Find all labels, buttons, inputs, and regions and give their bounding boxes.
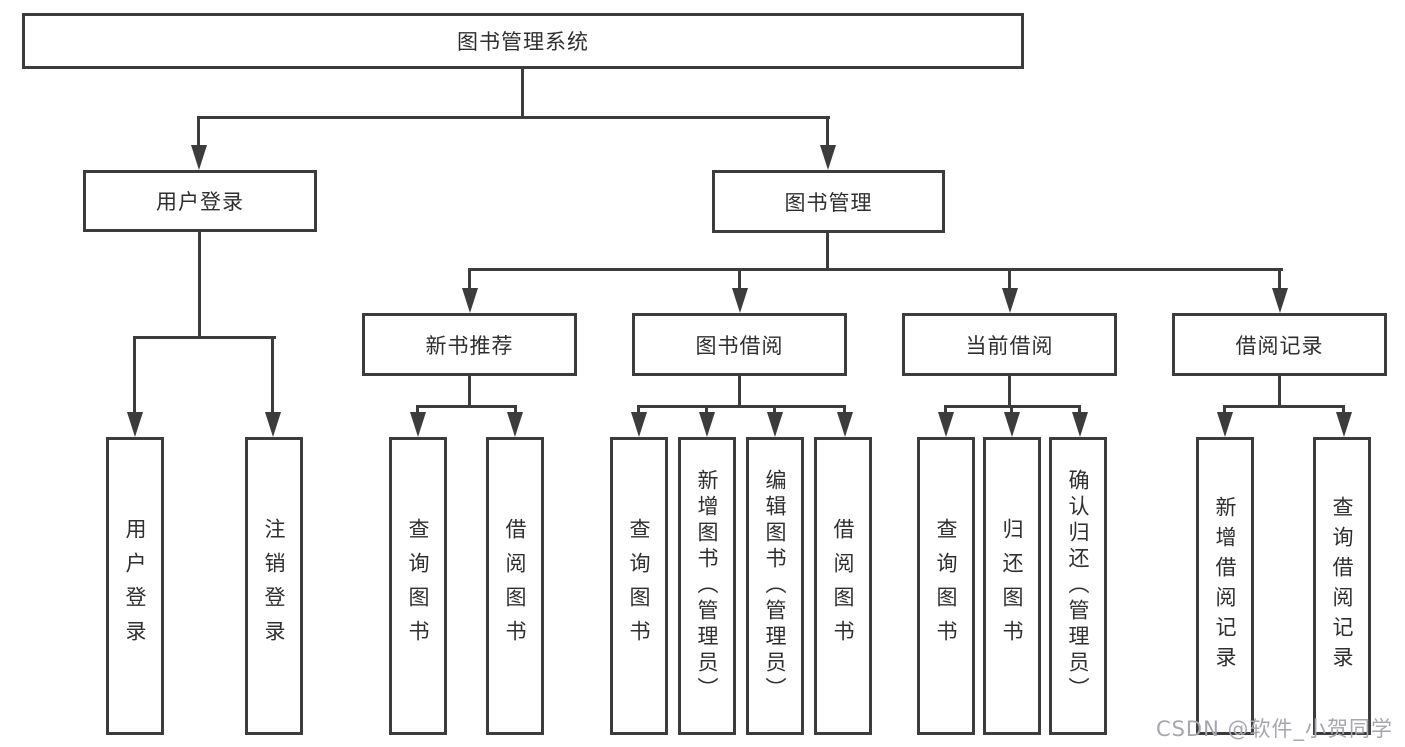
leaf-query-borrow-record: 查询借阅记录 [1313, 437, 1371, 735]
arrowhead-leaf-logout [265, 412, 281, 437]
connector-drop-leaf-user-login [133, 336, 136, 415]
connector-drop-query-borrow-record [1342, 405, 1345, 415]
connector-drop-add-book-admin [705, 405, 708, 415]
node-user-login-label: 用户登录 [156, 190, 244, 214]
node-current-borrow-label: 当前借阅 [965, 333, 1054, 358]
connector-borrow-records-stem [1278, 376, 1281, 408]
node-book-borrow: 图书借阅 [632, 313, 847, 376]
arrowhead-book-borrow [732, 288, 748, 313]
leaf-borrow-books: 借阅图书 [814, 437, 872, 735]
arrowhead-user-login [191, 145, 207, 170]
connector-new-book-recommend-bar [416, 405, 517, 408]
node-book-borrow-label: 图书借阅 [695, 333, 784, 358]
connector-drop-book-borrow [738, 268, 741, 291]
arrowhead-add-borrow-record [1217, 412, 1233, 437]
leaf-query-books-borrow-label: 查询图书 [627, 518, 651, 654]
leaf-query-books-recommend-label: 查询图书 [406, 518, 430, 654]
connector-drop-add-borrow-record [1223, 405, 1226, 415]
connector-root-bar [197, 116, 830, 119]
leaf-borrow-books-recommend-label: 借阅图书 [503, 518, 527, 654]
arrowhead-query-books-borrow [631, 412, 647, 437]
connector-drop-borrow-records [1278, 268, 1281, 291]
connector-book-borrow-bar [637, 405, 846, 408]
connector-drop-confirm-return-admin [1078, 405, 1081, 415]
connector-book-management-bar [468, 268, 1283, 271]
arrowhead-borrow-books-recommend [507, 412, 523, 437]
arrowhead-add-book-admin [699, 412, 715, 437]
node-root: 图书管理系统 [22, 13, 1024, 69]
connector-drop-user-login [197, 116, 200, 148]
leaf-edit-book-admin: 编辑图书（管理员） [746, 437, 804, 735]
leaf-return-books: 归还图书 [983, 437, 1041, 735]
leaf-borrow-books-label: 借阅图书 [831, 518, 855, 654]
node-new-book-recommend-label: 新书推荐 [425, 333, 514, 358]
connector-drop-query-books-borrow [637, 405, 640, 415]
arrowhead-confirm-return-admin [1072, 412, 1088, 437]
csdn-watermark: CSDN @软件_小贺同学 [1155, 717, 1393, 741]
connector-user-login-stem [198, 232, 201, 339]
leaf-add-book-admin-label: 新增图书（管理员） [695, 469, 719, 703]
leaf-confirm-return-admin: 确认归还（管理员） [1049, 437, 1107, 735]
leaf-user-login: 用户登录 [106, 437, 164, 735]
leaf-logout: 注销登录 [245, 437, 303, 735]
arrowhead-current-borrow [1002, 288, 1018, 313]
node-root-label: 图书管理系统 [457, 30, 589, 54]
node-book-management-label: 图书管理 [784, 190, 873, 215]
leaf-query-books-current-label: 查询图书 [934, 518, 958, 654]
connector-drop-query-books-current [944, 405, 947, 415]
connector-drop-edit-book-admin [773, 405, 776, 415]
node-book-management: 图书管理 [712, 170, 945, 233]
arrowhead-query-borrow-record [1336, 412, 1352, 437]
connector-borrow-records-bar [1223, 405, 1345, 408]
leaf-edit-book-admin-label: 编辑图书（管理员） [763, 469, 787, 703]
arrowhead-query-books-current [938, 412, 954, 437]
arrowhead-borrow-records [1272, 288, 1288, 313]
connector-drop-leaf-logout [271, 336, 274, 415]
leaf-query-books-recommend: 查询图书 [389, 437, 447, 735]
leaf-add-borrow-record: 新增借阅记录 [1196, 437, 1254, 735]
connector-root-stem [521, 69, 524, 118]
arrowhead-edit-book-admin [767, 412, 783, 437]
connector-drop-current-borrow [1008, 268, 1011, 291]
node-new-book-recommend: 新书推荐 [362, 313, 577, 376]
leaf-logout-label: 注销登录 [262, 518, 286, 654]
leaf-query-borrow-record-label: 查询借阅记录 [1330, 496, 1354, 676]
node-user-login: 用户登录 [83, 170, 317, 232]
leaf-add-book-admin: 新增图书（管理员） [678, 437, 736, 735]
node-borrow-records: 借阅记录 [1172, 313, 1387, 376]
leaf-return-books-label: 归还图书 [1000, 518, 1024, 654]
connector-user-login-bar [133, 336, 276, 339]
connector-drop-borrow-books [843, 405, 846, 415]
arrowhead-borrow-books [837, 412, 853, 437]
arrowhead-book-management [820, 145, 836, 170]
connector-drop-return-books [1010, 405, 1013, 415]
leaf-user-login-label: 用户登录 [123, 518, 147, 654]
node-current-borrow: 当前借阅 [902, 313, 1117, 376]
arrowhead-return-books [1004, 412, 1020, 437]
connector-new-book-recommend-stem [468, 376, 471, 408]
arrowhead-query-books-recommend [410, 412, 426, 437]
connector-current-borrow-stem [1008, 376, 1011, 408]
leaf-query-books-borrow: 查询图书 [610, 437, 668, 735]
leaf-borrow-books-recommend: 借阅图书 [486, 437, 544, 735]
connector-drop-borrow-books-recommend [514, 405, 517, 415]
arrowhead-new-book-recommend [462, 288, 478, 313]
arrowhead-leaf-user-login [127, 412, 143, 437]
connector-book-management-stem [826, 233, 829, 271]
leaf-confirm-return-admin-label: 确认归还（管理员） [1066, 469, 1090, 703]
connector-drop-new-book-recommend [468, 268, 471, 291]
leaf-add-borrow-record-label: 新增借阅记录 [1213, 496, 1237, 676]
leaf-query-books-current: 查询图书 [917, 437, 975, 735]
connector-drop-book-management [826, 116, 829, 148]
connector-book-borrow-stem [738, 376, 741, 408]
connector-drop-query-books-recommend [416, 405, 419, 415]
node-borrow-records-label: 借阅记录 [1235, 333, 1324, 358]
